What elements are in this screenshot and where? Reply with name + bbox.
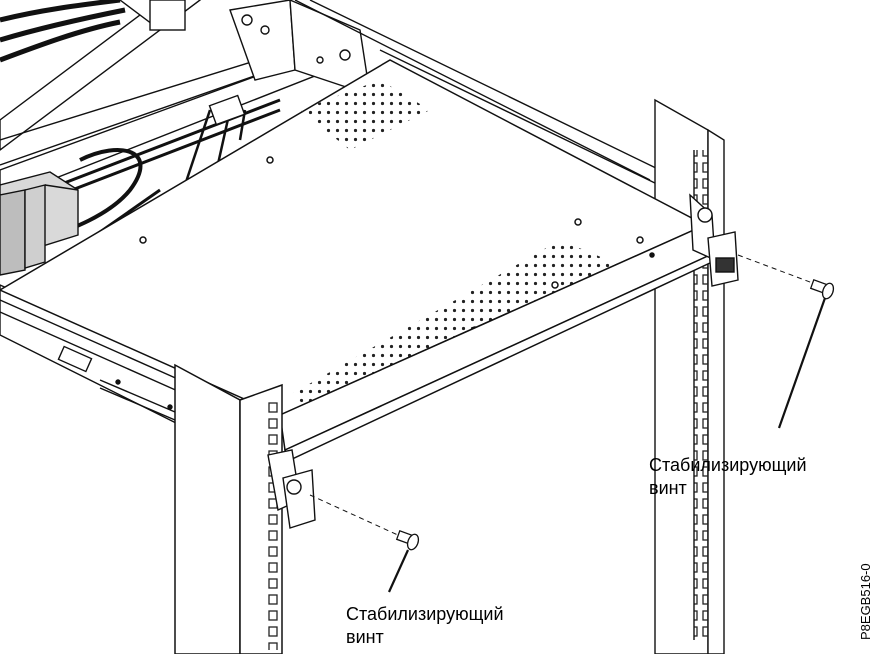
power-module [0, 171, 79, 276]
stabilizer-screw-label-right: Стабилизирующий винт [649, 454, 807, 500]
label-left-line2: винт [346, 627, 384, 647]
screw-alignment-lines [309, 254, 819, 537]
figure-id: P8EGB516-0 [858, 563, 873, 640]
label-right-line2: винт [649, 478, 687, 498]
right-stabilizer-screw [777, 279, 835, 429]
left-stabilizer-screw [387, 530, 420, 593]
drawer-front-panel [279, 223, 713, 461]
label-left-line1: Стабилизирующий [346, 604, 504, 624]
left-front-bracket [267, 449, 316, 529]
right-front-bracket [689, 193, 739, 287]
label-right-line1: Стабилизирующий [649, 455, 807, 475]
stabilizer-screw-label-left: Стабилизирующий винт [346, 603, 504, 649]
right-rack-post [654, 98, 725, 654]
rear-rack-bracket [229, 0, 691, 201]
left-rack-post [174, 363, 283, 654]
